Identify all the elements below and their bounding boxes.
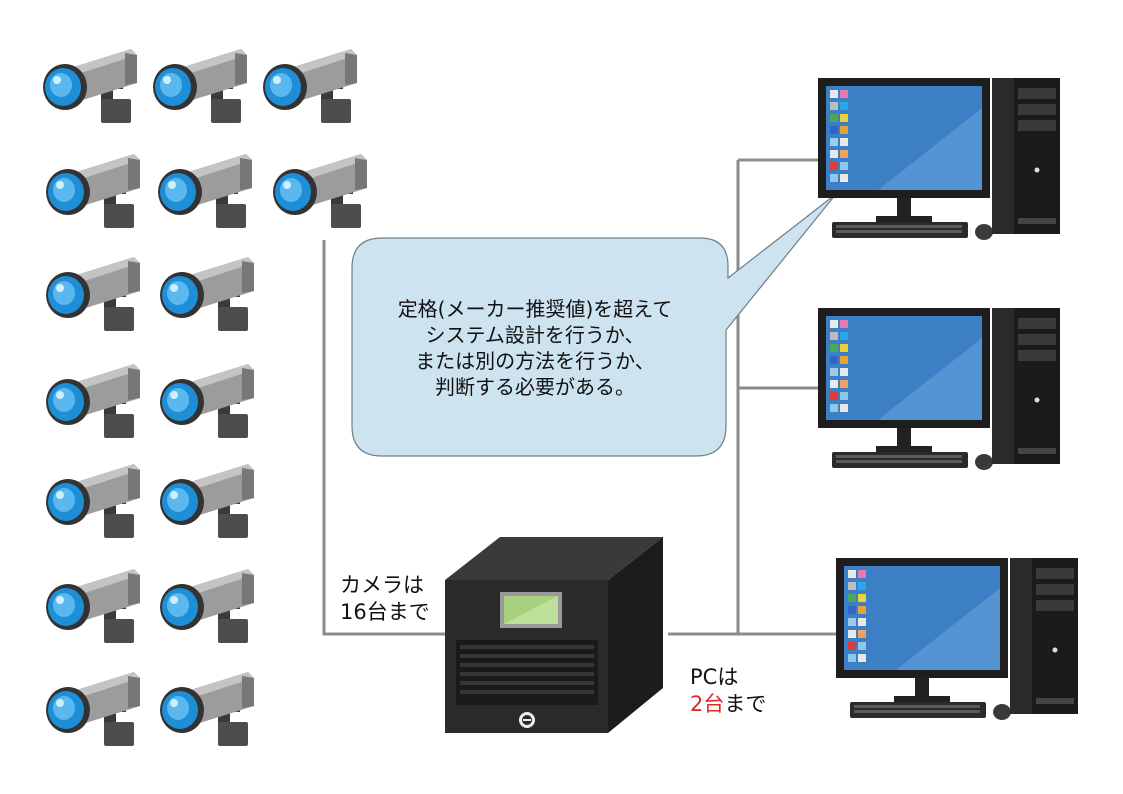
security-camera-icon (46, 364, 140, 438)
security-camera-icon (46, 154, 140, 228)
camera-group (43, 49, 367, 746)
pc-label-line: PCは (690, 665, 739, 689)
desktop-pc-icon (818, 308, 1060, 470)
pc-limit-label: PCは 2台まで (690, 664, 766, 718)
desktop-pc-icon (836, 558, 1078, 720)
speech-bubble-text: 定格(メーカー推奨値)を超えて システム設計を行うか、 または別の方法を行うか、… (362, 296, 708, 400)
security-camera-icon (160, 257, 254, 331)
speech-bubble (351, 193, 837, 457)
security-camera-icon (153, 49, 247, 123)
security-camera-icon (160, 672, 254, 746)
security-camera-icon (43, 49, 137, 123)
bubble-line: または別の方法を行うか、 (415, 349, 655, 373)
security-camera-icon (46, 464, 140, 538)
security-camera-icon (46, 257, 140, 331)
camera-label-count: 16台まで (340, 600, 430, 624)
pc-count-suffix: まで (724, 692, 767, 716)
camera-limit-label: カメラは 16台まで (340, 572, 430, 626)
desktop-pc-icon (818, 78, 1060, 240)
bubble-line: 判断する必要がある。 (435, 375, 635, 399)
security-camera-icon (273, 154, 367, 228)
pc-count-emphasis: 2台 (690, 692, 725, 716)
security-camera-icon (160, 569, 254, 643)
security-camera-icon (160, 464, 254, 538)
security-camera-icon (46, 569, 140, 643)
bubble-line: 定格(メーカー推奨値)を超えて (397, 297, 673, 321)
pc-label-count-line: 2台まで (690, 691, 766, 718)
security-camera-icon (46, 672, 140, 746)
security-camera-icon (160, 364, 254, 438)
bubble-line: システム設計を行うか、 (425, 323, 645, 347)
security-camera-icon (263, 49, 357, 123)
security-camera-icon (158, 154, 252, 228)
recorder-box-icon (445, 537, 663, 733)
connection-lines (322, 158, 836, 636)
camera-label-line: カメラは (340, 573, 424, 597)
camera-to-recorder-line (322, 240, 448, 636)
